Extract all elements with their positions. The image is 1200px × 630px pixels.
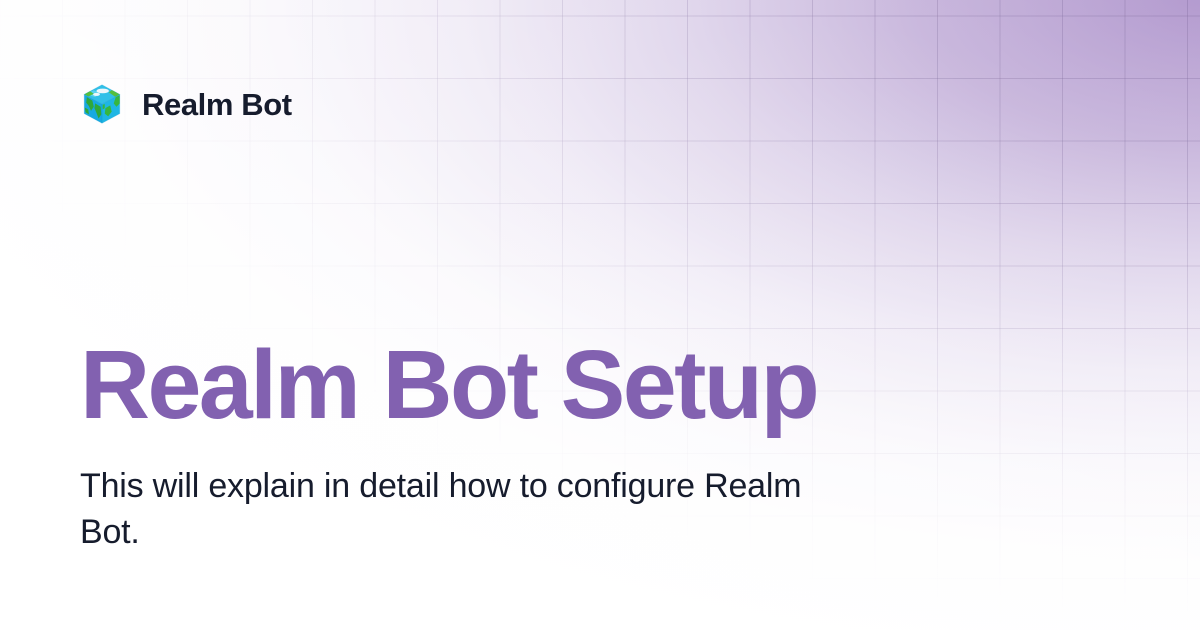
brand-name: Realm Bot xyxy=(142,86,292,122)
hero-block: Realm Bot Setup This will explain in det… xyxy=(80,336,1120,555)
page-title: Realm Bot Setup xyxy=(80,330,820,439)
page-subtitle: This will explain in detail how to confi… xyxy=(80,467,802,552)
brand: Realm Bot xyxy=(80,82,292,126)
earth-cube-icon xyxy=(83,84,121,124)
